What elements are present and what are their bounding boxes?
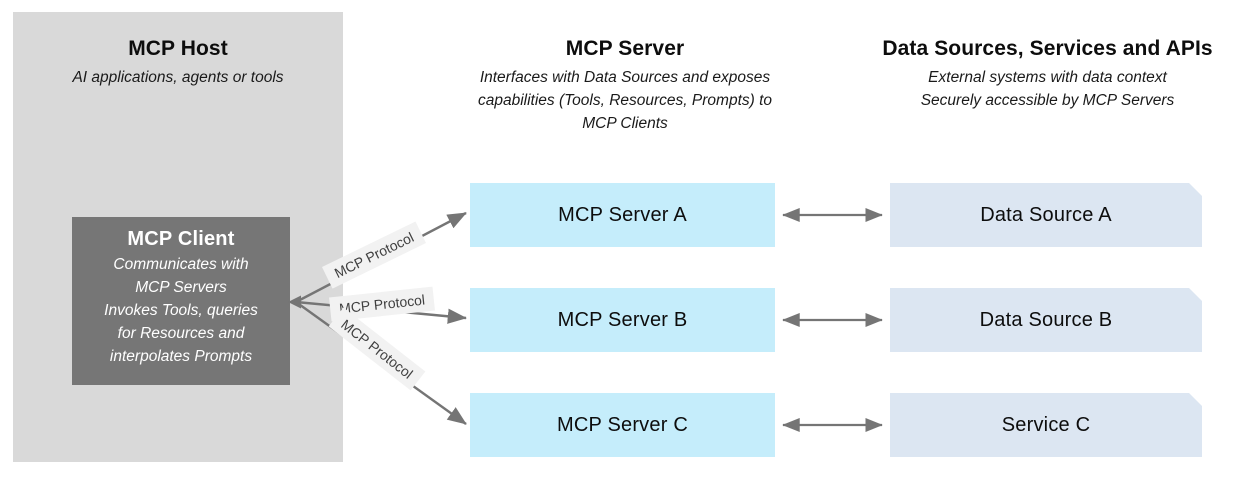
mcp-client-subtitle-line-3: Invokes Tools, queries — [104, 302, 258, 319]
column-title-server: MCP Server — [565, 37, 685, 60]
mcp-client-title: MCP Client — [127, 228, 235, 250]
mcp-client-subtitle-line-2: MCP Servers — [135, 279, 227, 296]
column-title-host: MCP Host — [128, 37, 228, 60]
column-subtitle-host: AI applications, agents or tools — [72, 69, 284, 86]
mcp-client-subtitle-line-4: for Resources and — [117, 325, 245, 342]
column-subtitle-server: Interfaces with Data Sources and exposes… — [477, 69, 773, 132]
mcp-client-subtitle-line-5: interpolates Prompts — [109, 348, 253, 365]
data-source-box-c[interactable]: Service C — [890, 393, 1202, 457]
column-title-data-sources: Data Sources, Services and APIs — [882, 37, 1213, 60]
mcp-client-box[interactable]: MCP Client Communicates with MCP Servers… — [72, 217, 290, 385]
mcp-server-box-c[interactable]: MCP Server C — [470, 393, 775, 457]
mcp-client-subtitle-line-1: Communicates with — [113, 256, 249, 273]
protocol-label-server-c: MCP Protocol — [328, 307, 426, 391]
column-header-data-sources: Data Sources, Services and APIs External… — [860, 36, 1235, 112]
column-header-server: MCP Server Interfaces with Data Sources … — [465, 36, 785, 135]
column-header-host: MCP Host AI applications, agents or tool… — [13, 36, 343, 89]
data-source-box-b[interactable]: Data Source B — [890, 288, 1202, 352]
data-source-box-a[interactable]: Data Source A — [890, 183, 1202, 247]
mcp-server-box-a[interactable]: MCP Server A — [470, 183, 775, 247]
mcp-server-box-b[interactable]: MCP Server B — [470, 288, 775, 352]
